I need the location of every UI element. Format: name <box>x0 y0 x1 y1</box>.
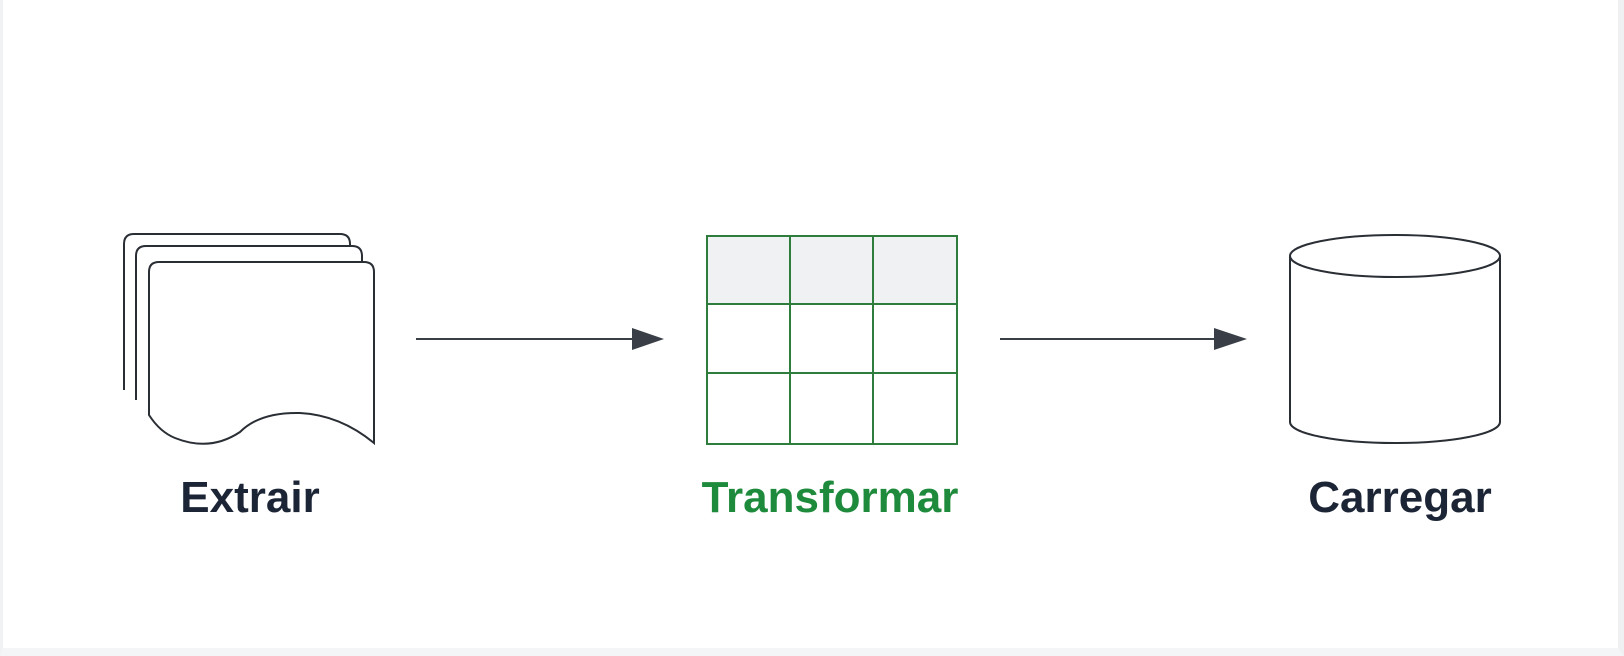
step-label-extract: Extrair <box>180 473 320 522</box>
step-label-load: Carregar <box>1308 473 1492 522</box>
step-label-transform: Transformar <box>701 473 959 522</box>
table-grid-icon <box>706 235 958 445</box>
arrow-transform-to-load <box>1000 328 1247 350</box>
database-cylinder-icon <box>1289 234 1501 444</box>
stacked-documents-icon <box>123 233 375 446</box>
arrow-extract-to-transform <box>416 328 664 350</box>
